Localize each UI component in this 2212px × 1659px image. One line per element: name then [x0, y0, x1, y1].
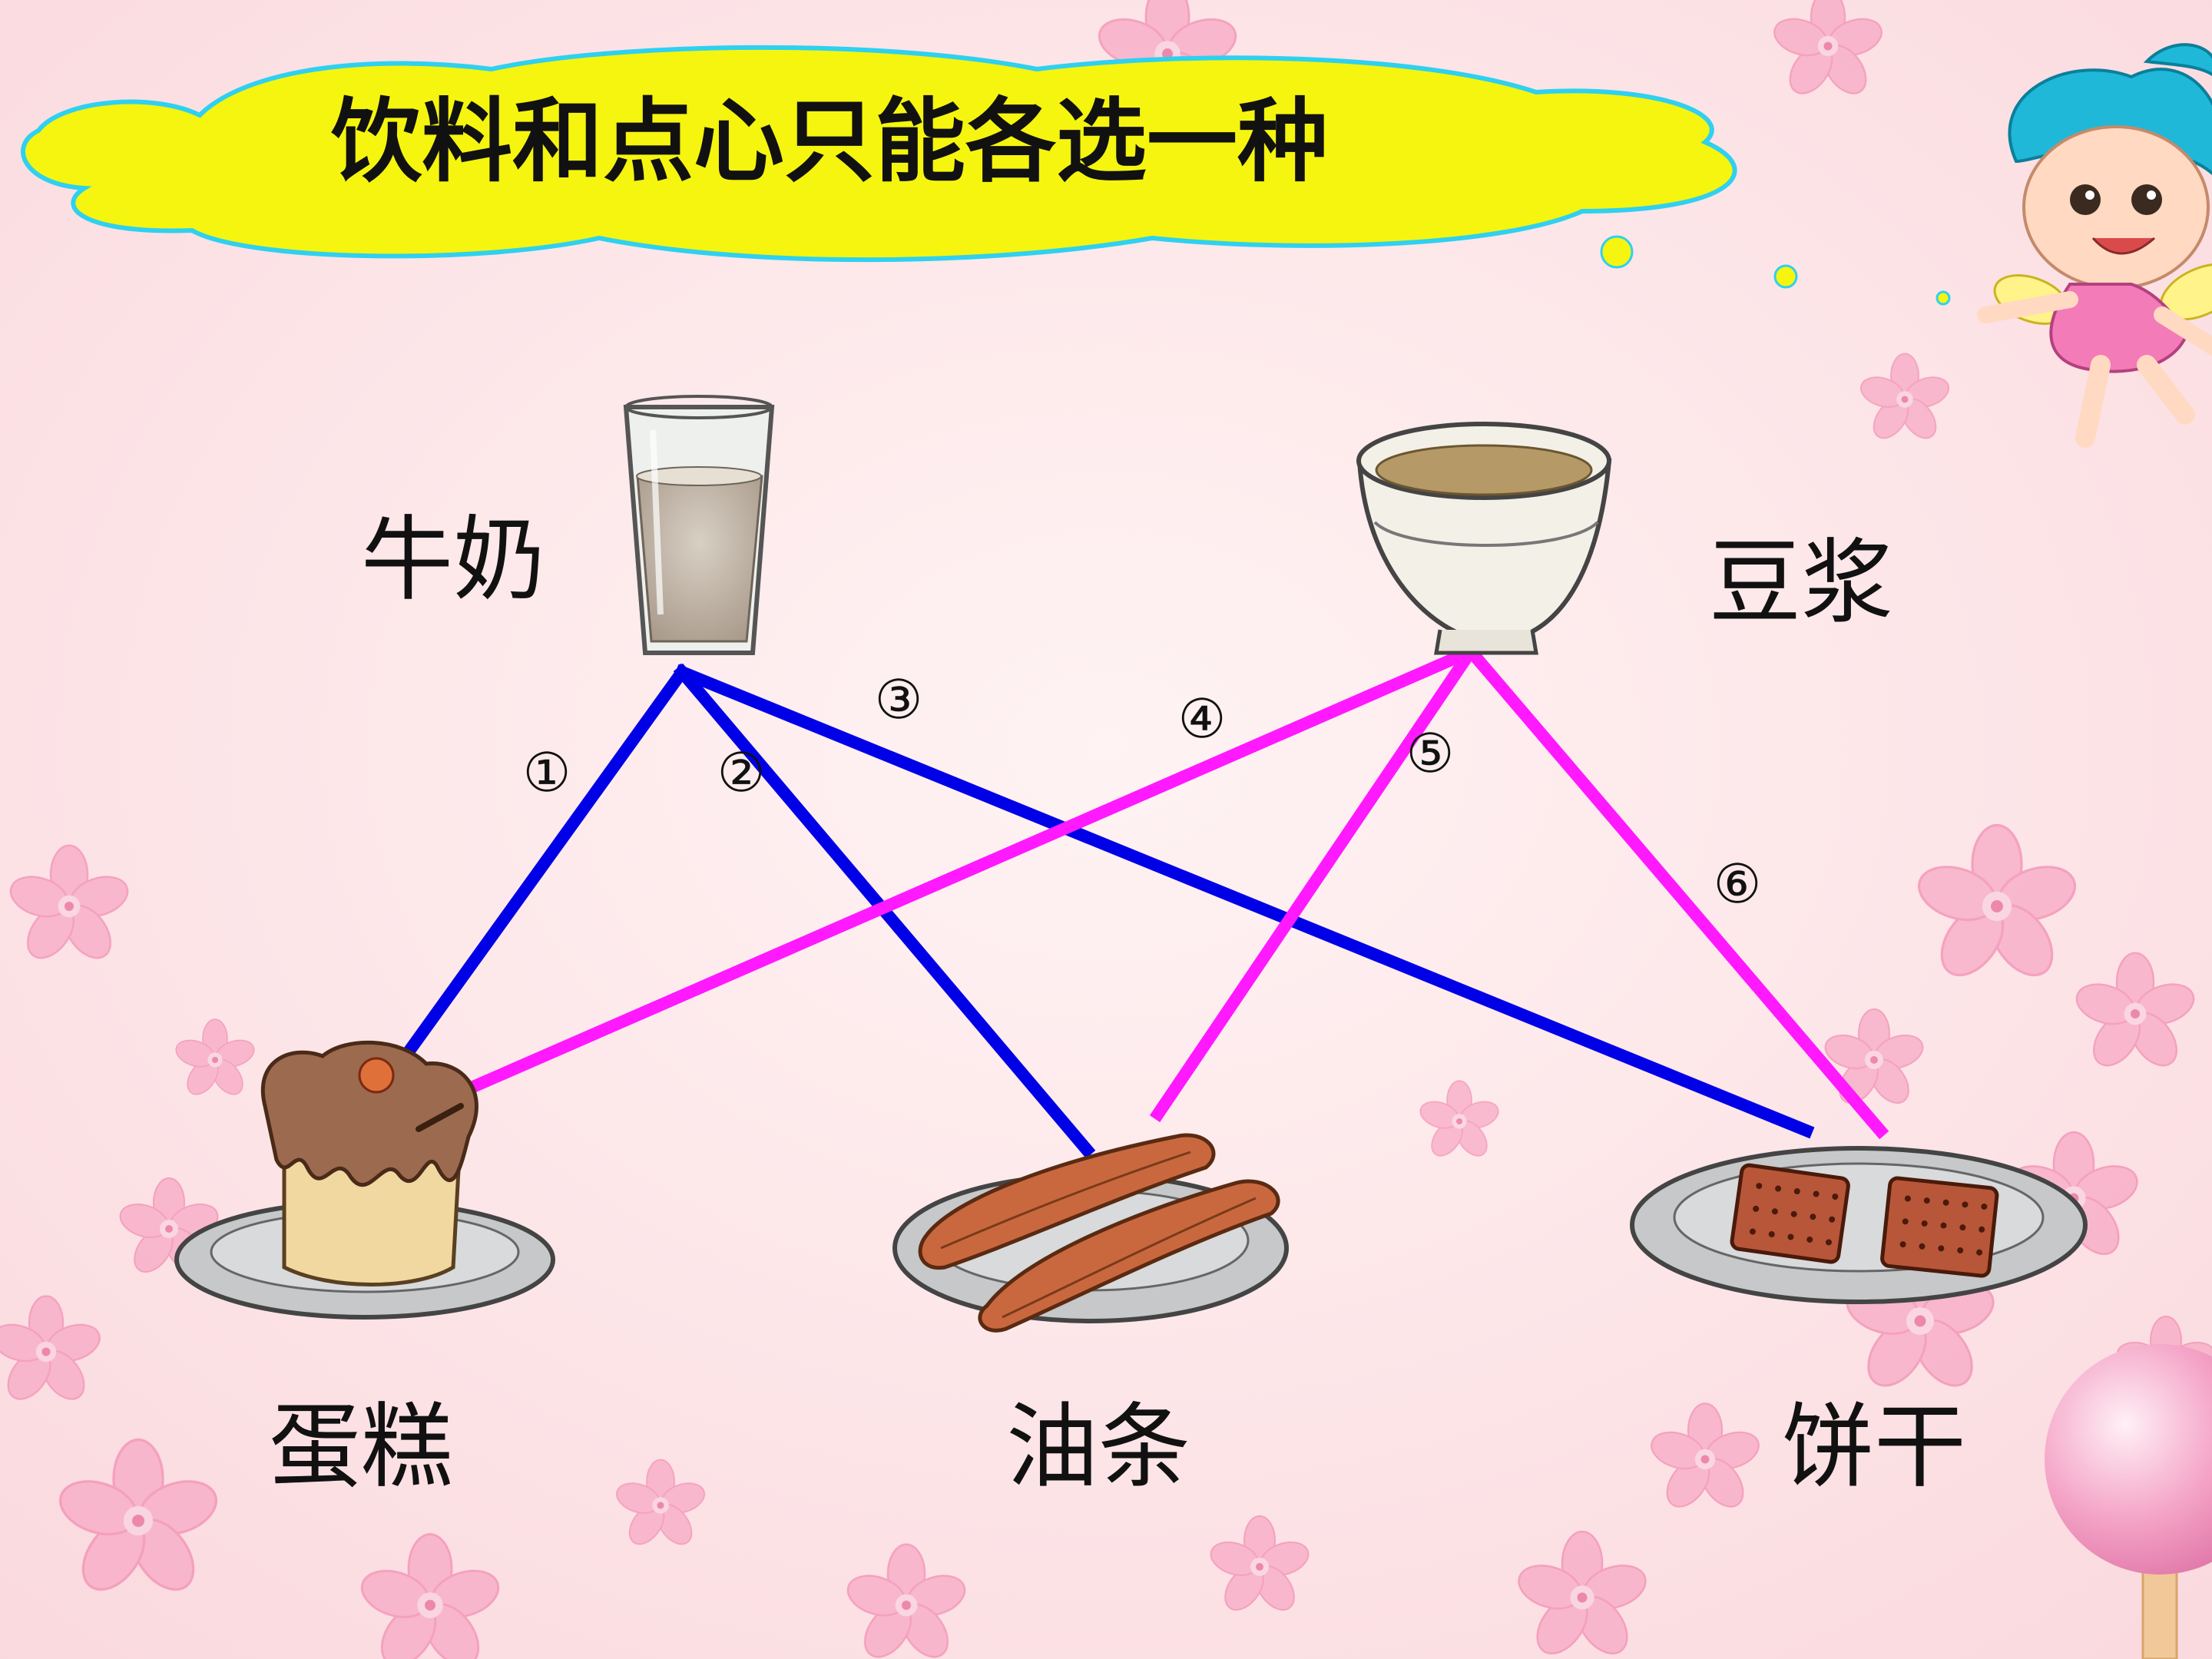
connection-line-milk-cake [396, 663, 691, 1065]
connection-line-soymilk-cake [452, 643, 1479, 1101]
connection-number: ⑤ [1406, 722, 1455, 785]
connection-number: ③ [875, 668, 923, 731]
soymilk-bowl-icon [1356, 422, 1612, 655]
connection-number: ① [523, 741, 571, 804]
snack-label-youtiao: 油条 [1006, 1394, 1190, 1501]
youtiao-plate-icon [892, 1133, 1289, 1333]
bubble-decoration [1600, 235, 1951, 306]
title-cloud: 饮料和点心只能各选一种 [21, 45, 1737, 263]
fairy-character-icon [1977, 43, 2212, 448]
connection-line-soymilk-biscuit [1462, 642, 1889, 1140]
connection-line-milk-biscuit [674, 664, 1815, 1139]
connection-number: ④ [1178, 687, 1227, 750]
milk-glass-icon [623, 395, 775, 655]
connection-lines [396, 642, 1889, 1159]
pink-ball-decoration [2045, 1344, 2212, 1659]
cake-plate-icon [174, 1040, 555, 1320]
connection-number: ⑥ [1714, 853, 1762, 916]
connection-line-soymilk-youtiao [1149, 642, 1480, 1123]
snack-label-cake: 蛋糕 [269, 1394, 453, 1501]
connection-numbers: ① ② ③ ④ ⑤ ⑥ [523, 668, 1762, 916]
drink-label-milk: 牛奶 [361, 507, 545, 614]
page-title: 饮料和点心只能各选一种 [331, 88, 1328, 194]
snack-label-biscuit: 饼干 [1782, 1394, 1966, 1501]
biscuit-plate-icon [1630, 1146, 2088, 1304]
drink-label-soymilk: 豆浆 [1709, 530, 1893, 637]
connection-number: ② [717, 741, 766, 804]
